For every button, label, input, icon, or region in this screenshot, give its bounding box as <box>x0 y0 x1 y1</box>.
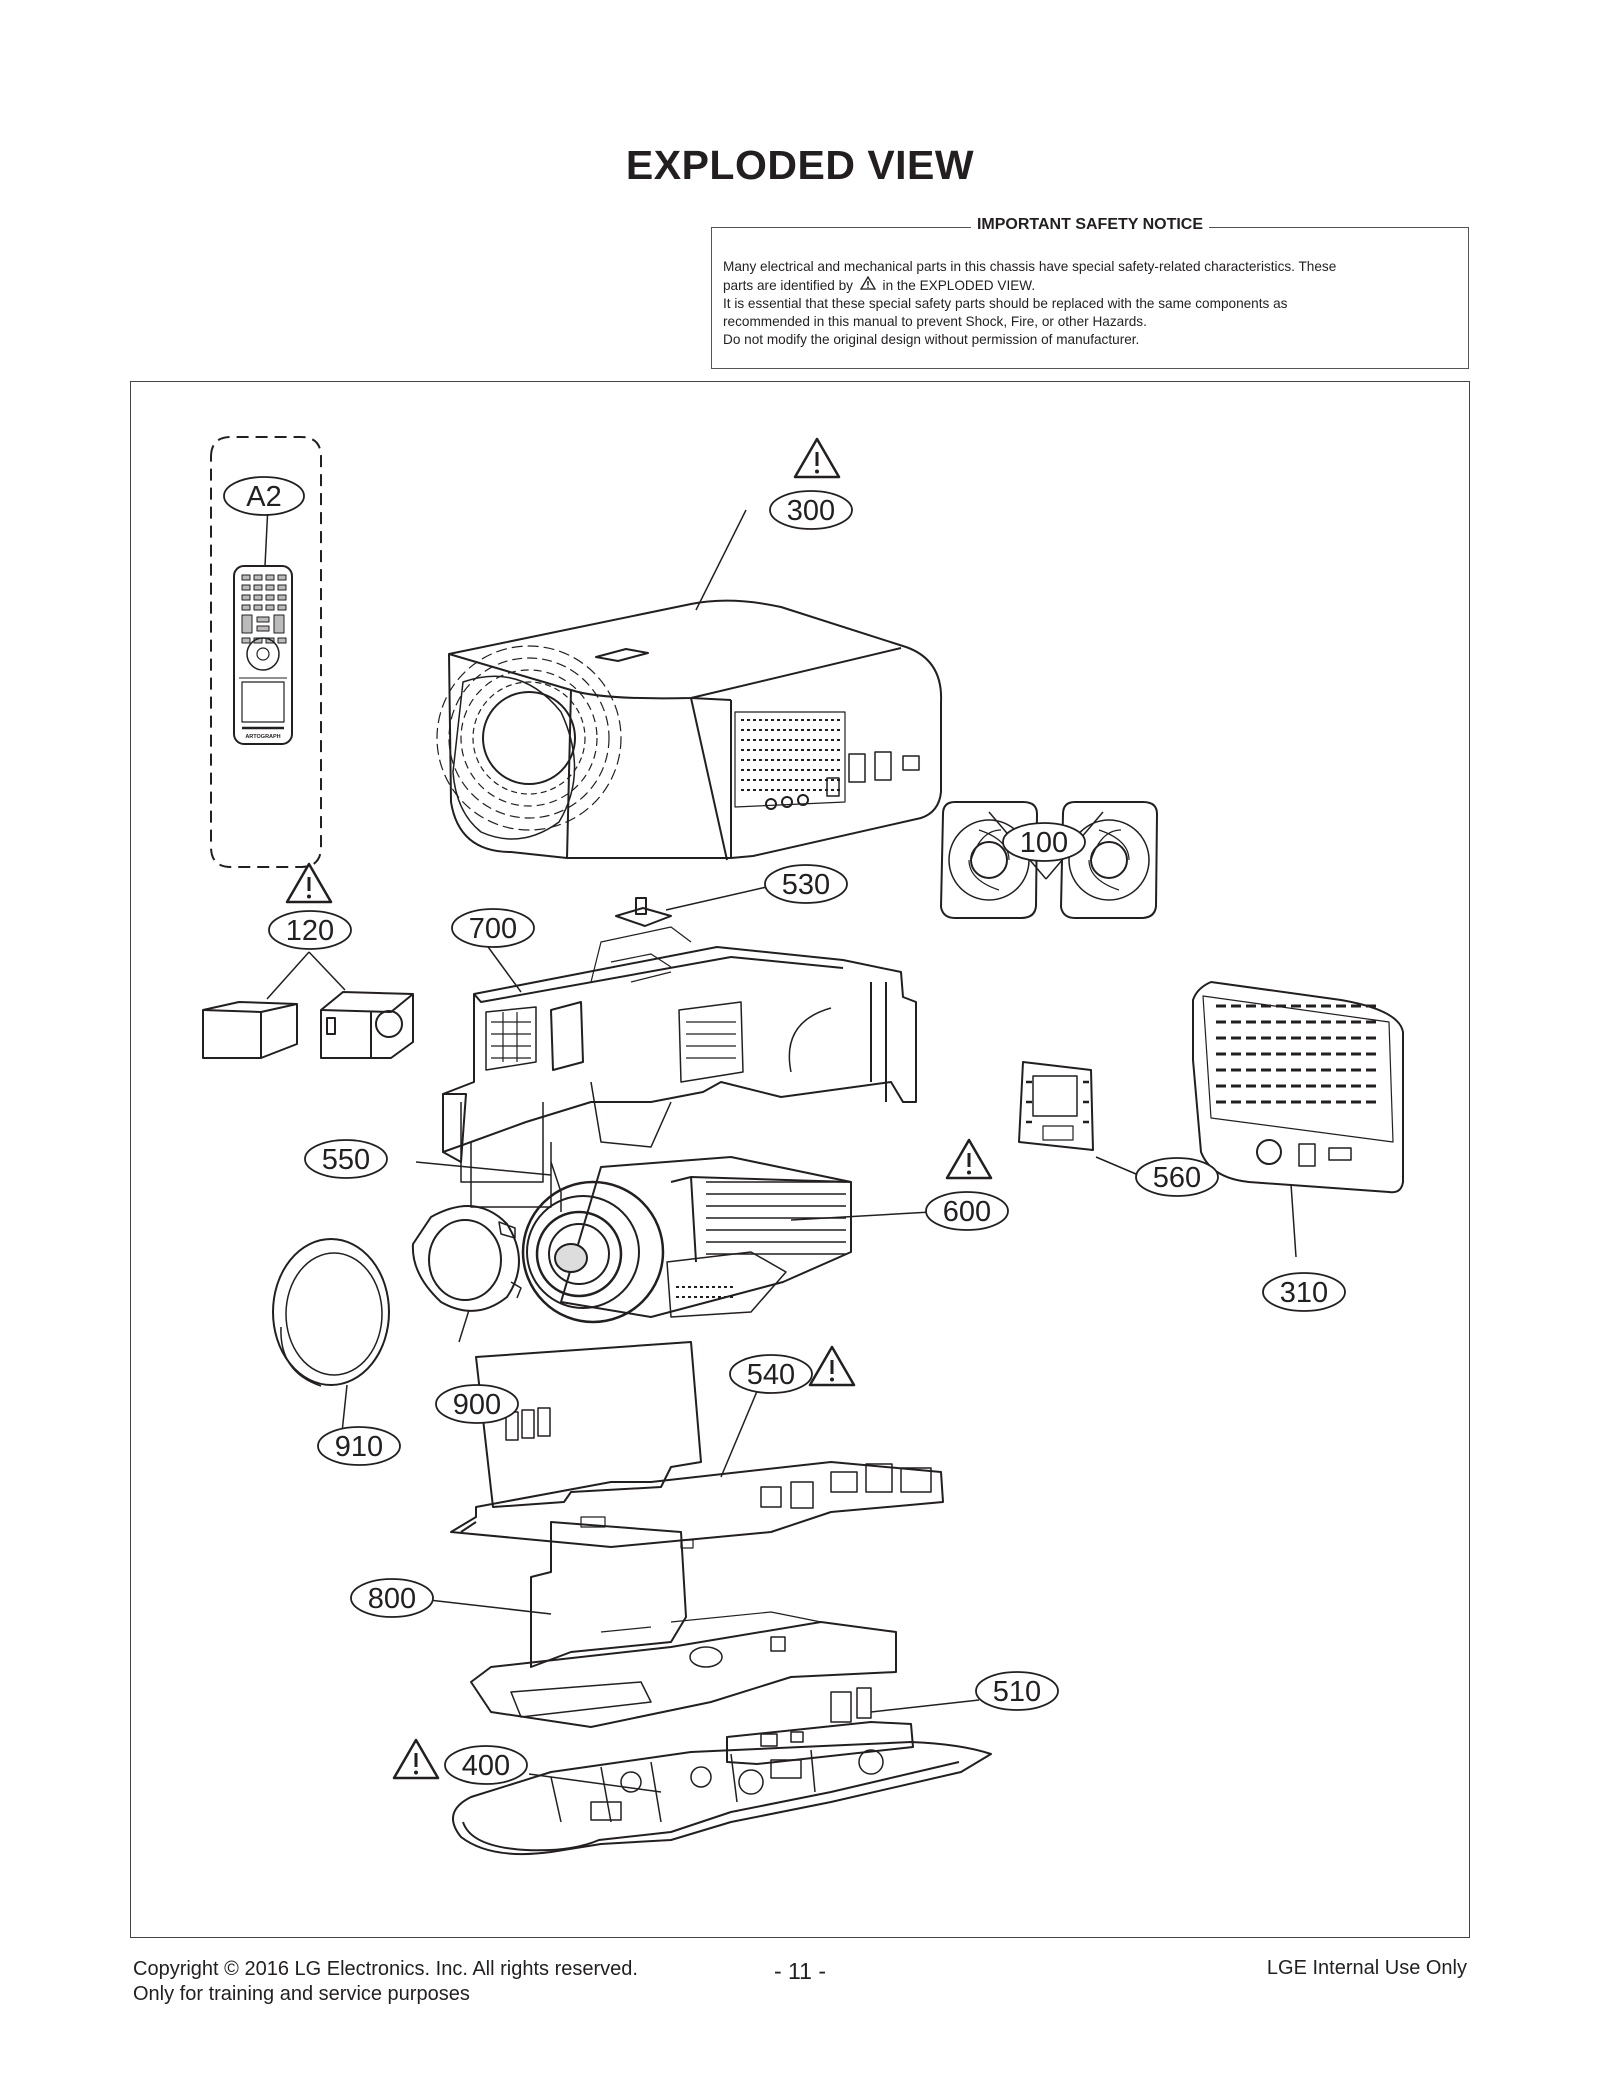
callout-910: 910 <box>317 1426 401 1466</box>
svg-text:400: 400 <box>462 1750 510 1782</box>
notice-line-start: parts are identified by <box>723 278 853 293</box>
notice-line-end: in the EXPLODED VIEW. <box>882 278 1036 293</box>
svg-text:310: 310 <box>1280 1277 1328 1309</box>
notice-line: It is essential that these special safet… <box>723 296 1288 311</box>
rear-cover-part <box>1192 981 1404 1258</box>
page-number: - 11 - <box>774 1958 826 1984</box>
page-title: EXPLODED VIEW <box>625 142 975 188</box>
sensor-bracket-part <box>615 885 772 927</box>
warning-triangle-icon <box>857 275 879 295</box>
svg-text:910: 910 <box>335 1431 383 1463</box>
footer-internal-note: LGE Internal Use Only <box>1266 1957 1467 1979</box>
svg-text:560: 560 <box>1153 1162 1201 1194</box>
svg-text:600: 600 <box>943 1196 991 1228</box>
svg-text:540: 540 <box>747 1359 795 1391</box>
light-source-part <box>202 951 414 1059</box>
callout-a2: A2 <box>223 476 305 516</box>
svg-text:300: 300 <box>787 495 835 527</box>
callout-900: 900 <box>435 1384 519 1424</box>
top-cover-part <box>436 509 943 861</box>
safety-notice-heading: IMPORTANT SAFETY NOTICE <box>970 216 1210 233</box>
footer-training-note: Only for training and service purposes <box>133 1983 470 2005</box>
callout-310: 310 <box>1262 1272 1346 1312</box>
interface-board-part <box>1018 1061 1137 1175</box>
svg-text:800: 800 <box>368 1583 416 1615</box>
lens-cover-part <box>272 1238 390 1443</box>
callout-120: 120 <box>268 910 352 950</box>
callout-100: 100 <box>1002 822 1086 862</box>
remote-brand-label: ARTOGRAPH <box>245 734 280 740</box>
svg-text:900: 900 <box>453 1389 501 1421</box>
svg-text:510: 510 <box>993 1676 1041 1708</box>
svg-text:120: 120 <box>286 915 334 947</box>
footer-copyright: Copyright © 2016 LG Electronics. Inc. Al… <box>133 1958 638 1980</box>
svg-text:100: 100 <box>1020 827 1068 859</box>
callout-540: 540 <box>729 1354 813 1394</box>
callout-600: 600 <box>925 1191 1009 1231</box>
svg-text:A2: A2 <box>246 481 281 513</box>
optical-engine-part <box>521 1156 932 1324</box>
remote-control-part: ARTOGRAPH <box>210 436 322 868</box>
callout-560: 560 <box>1135 1157 1219 1197</box>
warning-triangle-icon <box>392 1738 440 1780</box>
exploded-view-diagram: ARTOGRAPH <box>130 381 1470 1938</box>
warning-triangle-icon <box>808 1345 856 1387</box>
callout-510: 510 <box>975 1671 1059 1711</box>
callout-300: 300 <box>769 490 853 530</box>
main-frame-part <box>442 926 917 1212</box>
safety-notice-body: Many electrical and mechanical parts in … <box>723 258 1457 349</box>
callout-530: 530 <box>764 864 848 904</box>
power-board-part <box>726 1687 980 1765</box>
callout-800: 800 <box>350 1578 434 1618</box>
warning-triangle-icon <box>285 862 333 904</box>
svg-text:700: 700 <box>469 913 517 945</box>
callout-700: 700 <box>451 908 535 948</box>
shield-plate-part <box>428 1521 897 1728</box>
notice-line: parts are identified by in the EXPLODED … <box>723 275 1457 295</box>
safety-notice-box: IMPORTANT SAFETY NOTICE Many electrical … <box>711 216 1469 369</box>
notice-line: Do not modify the original design withou… <box>723 332 1140 347</box>
warning-triangle-icon <box>945 1138 993 1180</box>
main-board-part <box>450 1341 944 1549</box>
footer-copyright-block: Copyright © 2016 LG Electronics. Inc. Al… <box>133 1957 638 2007</box>
bottom-case-part <box>452 1741 992 1856</box>
svg-text:530: 530 <box>782 869 830 901</box>
notice-line: recommended in this manual to prevent Sh… <box>723 314 1147 329</box>
svg-text:550: 550 <box>322 1144 370 1176</box>
lens-ring-part <box>411 1205 522 1343</box>
warning-triangle-icon <box>793 437 841 479</box>
notice-line: Many electrical and mechanical parts in … <box>723 259 1337 274</box>
callout-400: 400 <box>444 1745 528 1785</box>
callout-550: 550 <box>304 1139 388 1179</box>
